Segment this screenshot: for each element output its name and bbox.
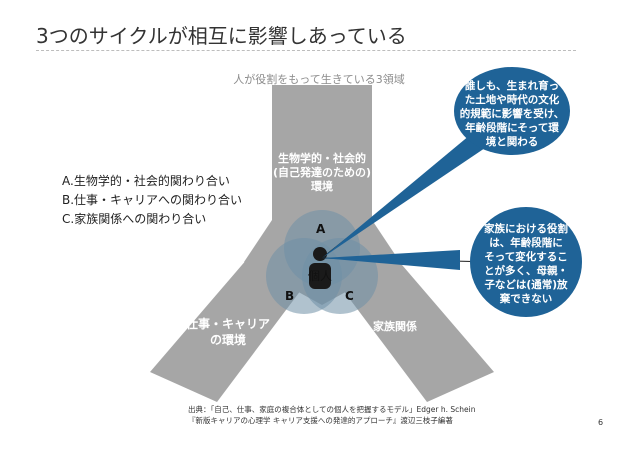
- page-number: 6: [598, 418, 604, 427]
- callout-top-text: 誰しも、生まれ育っ た土地や時代の文化 的規範に影響を受け、 年齢段階にそって環…: [459, 80, 565, 148]
- person-label: 個人: [308, 269, 333, 283]
- arm-biological-social: [272, 85, 372, 260]
- domain-label-family: 家族関係: [373, 320, 417, 333]
- label-a: A: [316, 222, 326, 236]
- title-divider: [36, 50, 576, 51]
- label-c: C: [345, 289, 354, 303]
- label-b: B: [285, 289, 295, 303]
- source-citation: 出典：「自己、仕事、家庭の複合体としての個人を把握するモデル」Edger h. …: [188, 405, 476, 425]
- domain-label-work-career: 仕事・キャリア の環境: [185, 317, 270, 347]
- callout-top-bubble: [454, 67, 570, 155]
- callout-bottom-tail: [322, 250, 460, 270]
- person-icon: [309, 247, 331, 289]
- list-item-c: C.家族関係への関わり合い: [62, 212, 207, 226]
- page-title: 3つのサイクルが相互に影響しあっている: [36, 24, 407, 48]
- callout-bottom-bubble: [470, 207, 582, 317]
- domain-list: A.生物学的・社会的関わり合い B.仕事・キャリアへの関わり合い C.家族関係へ…: [62, 172, 242, 229]
- list-item-b: B.仕事・キャリアへの関わり合い: [62, 193, 243, 207]
- list-item-a: A.生物学的・社会的関わり合い: [62, 174, 230, 188]
- diagram-subtitle: 人が役割をもって生きている3領域: [233, 73, 405, 86]
- callout-bottom-text: 家族における役割 は、年齢段階に そって変化するこ とが多く、母親・ 子などは(…: [484, 223, 568, 305]
- callout-bubbles: [454, 67, 582, 317]
- callout-top-tail: [322, 135, 485, 258]
- domain-label-biological: 生物学的・社会的 (自己発達のための) 環境: [272, 152, 372, 193]
